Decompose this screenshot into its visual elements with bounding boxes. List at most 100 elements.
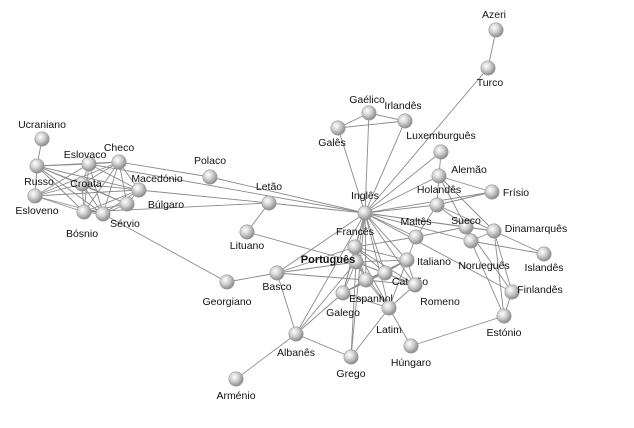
node-ball: [377, 265, 393, 281]
edge-checo-polaco: [118, 161, 211, 178]
node-hungaro: Húngaro: [391, 338, 431, 369]
node-gaelico: Gaélico: [349, 94, 385, 121]
edge-noruegues-islandes: [470, 240, 545, 255]
edge-letao-ingles: [268, 202, 366, 214]
node-label: Sérvio: [110, 218, 140, 230]
node-ball: [429, 197, 445, 213]
edge-checo-servio: [102, 161, 120, 215]
node-frisio: Frísio: [484, 184, 529, 200]
edge-basco-albanes: [276, 272, 297, 335]
edge-ingles-italiano: [364, 212, 408, 261]
edge-basco-georgiano: [226, 272, 278, 283]
node-ball: [330, 120, 346, 136]
node-ball: [111, 154, 127, 170]
node-label: Italiano: [417, 256, 451, 268]
node-label: Letão: [256, 181, 282, 193]
edge-albanes-armenio: [235, 333, 297, 380]
node-maltes: Maltês: [401, 216, 431, 245]
node-portugues: Português: [301, 254, 364, 270]
edge-lituano-portugues: [246, 231, 357, 263]
edge-croata-bulgaro: [81, 183, 128, 205]
edge-hungaro-estonio: [410, 315, 505, 347]
node-ball: [408, 229, 424, 245]
edge-bosnio-letao: [83, 202, 270, 213]
node-estonio: Estónio: [486, 308, 522, 339]
edge-portugues-albanes: [295, 261, 357, 335]
edge-dinamarques-islandes: [493, 230, 545, 255]
node-ball: [431, 168, 447, 184]
edge-alemao-frisio: [438, 175, 493, 193]
edge-croata-esloveno: [34, 183, 83, 197]
node-ball: [202, 169, 218, 185]
edge-albanes-galego: [295, 292, 344, 335]
edge-dinamarques-estonio: [493, 230, 505, 317]
node-ball: [480, 60, 496, 76]
node-ball: [433, 144, 449, 160]
node-dinamarques: Dinamarquês: [486, 223, 567, 239]
node-ball: [381, 300, 397, 316]
edge-russo-macedonio: [36, 165, 140, 191]
node-russo: Russo: [24, 158, 54, 188]
edge-portugues-basco: [276, 261, 357, 274]
node-grego: Grego: [336, 349, 366, 380]
node-ball: [536, 246, 552, 262]
edge-macedonio-bosnio: [83, 189, 140, 213]
node-label: Alemão: [451, 164, 487, 176]
edge-frances-basco: [276, 246, 356, 274]
edge-alemao-dinamarques: [438, 175, 495, 232]
node-label: Finlandês: [517, 284, 563, 296]
edge-checo-bosnio: [83, 161, 120, 213]
node-label: Albanês: [277, 347, 315, 359]
node-checo: Checo: [104, 142, 135, 170]
node-label: Azeri: [482, 9, 506, 21]
node-albanes: Albanês: [277, 326, 315, 359]
node-label: Frísio: [503, 187, 529, 199]
node-frances: Francês: [336, 226, 374, 255]
node-label: Lituano: [230, 240, 265, 252]
edge-gaelico-ingles: [364, 112, 370, 214]
node-label: Turco: [477, 77, 504, 89]
node-islandes: Islandês: [524, 246, 564, 274]
node-ball: [269, 265, 285, 281]
edge-ingles-alemao: [364, 175, 440, 214]
node-ball: [488, 22, 504, 38]
node-ball: [81, 156, 97, 172]
node-ingles: Inglês: [351, 190, 379, 221]
node-ball: [361, 105, 377, 121]
node-label: Húngaro: [391, 357, 431, 369]
node-label: Ucraniano: [18, 119, 66, 131]
node-esloveno: Esloveno: [15, 188, 59, 217]
edge-maltes-sueco: [415, 226, 467, 238]
node-label: Checo: [104, 142, 135, 154]
node-label: Gaélico: [349, 94, 385, 106]
edge-ingles-catalao: [364, 212, 386, 274]
node-label: Croata: [70, 178, 102, 190]
edge-turco-ingles: [364, 67, 489, 214]
node-label: Eslovaco: [64, 149, 107, 161]
node-ball: [347, 239, 363, 255]
edge-russo-bosnio: [36, 165, 85, 213]
node-ball: [358, 272, 374, 288]
edge-macedonio-letao: [138, 189, 270, 204]
edge-albanes-grego: [295, 333, 352, 358]
edge-eslovaco-macedonio: [88, 163, 140, 191]
edge-ingles-holandes: [364, 204, 438, 214]
edge-irlandes-ingles: [364, 120, 406, 214]
node-label: Francês: [336, 226, 374, 238]
edge-maltes-frances: [354, 236, 417, 248]
edge-servio-georgiano: [102, 213, 228, 283]
node-ball: [504, 284, 520, 300]
node-irlandes: Irlandês: [384, 100, 422, 129]
node-espanhol: Espanhol: [349, 272, 393, 305]
node-ball: [397, 113, 413, 129]
node-turco: Turco: [477, 60, 504, 89]
edge-russo-servio: [36, 165, 104, 215]
edge-portugues-italiano: [355, 259, 408, 263]
edge-ingles-basco: [276, 212, 366, 274]
edge-polaco-ingles: [209, 176, 366, 214]
node-ball: [76, 204, 92, 220]
edge-frances-italiano: [354, 246, 408, 261]
edge-eslovaco-ingles: [88, 163, 366, 214]
node-label: Dinamarquês: [505, 223, 567, 235]
